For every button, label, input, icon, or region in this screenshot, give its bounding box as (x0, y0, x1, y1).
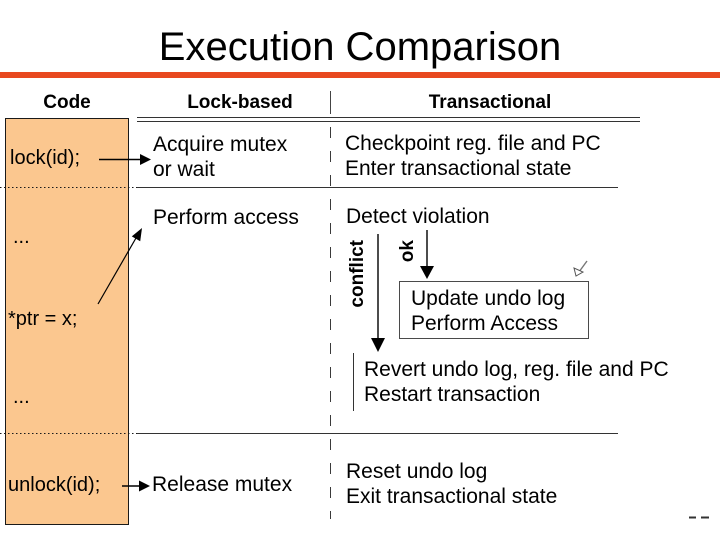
trans-step-checkpoint: Checkpoint reg. file and PC Enter transa… (345, 131, 601, 181)
trans-step-detect: Detect violation (346, 205, 490, 228)
header-underline (137, 117, 640, 122)
title-accent-rule (0, 72, 720, 78)
code-item-ellipsis-1: ... (13, 226, 30, 248)
trans-step-revert-line1: Revert undo log, reg. file and PC (364, 358, 669, 381)
code-column-box (5, 118, 129, 525)
conflict-branch-label: conflict (347, 240, 368, 308)
code-item-ptr-assign: *ptr = x; (8, 308, 78, 330)
column-header-code: Code (43, 92, 91, 113)
lock-step-perform: Perform access (153, 206, 299, 229)
slide-title: Execution Comparison (158, 25, 562, 69)
lock-step-acquire: Acquire mutex or wait (153, 132, 287, 182)
trans-step-checkpoint-line1: Checkpoint reg. file and PC (345, 132, 601, 155)
lock-step-acquire-line2: or wait (153, 158, 215, 181)
trans-step-reset-line1: Reset undo log (346, 460, 488, 483)
lock-step-release: Release mutex (152, 473, 293, 496)
ok-arrow (420, 230, 434, 279)
update-box-line2: Perform Access (411, 312, 559, 335)
code-item-unlock: unlock(id); (8, 474, 101, 496)
lock-step-acquire-line1: Acquire mutex (153, 133, 288, 156)
cursor-icon (573, 260, 588, 277)
update-box-line1: Update undo log (411, 287, 566, 310)
trans-step-reset: Reset undo log Exit transactional state (346, 459, 557, 509)
update-undo-box: Update undo log Perform Access (399, 281, 589, 339)
trans-step-revert: Revert undo log, reg. file and PC Restar… (364, 357, 669, 407)
trans-step-reset-line2: Exit transactional state (346, 485, 558, 508)
trans-step-checkpoint-line2: Enter transactional state (345, 157, 572, 180)
conflict-arrow (371, 234, 385, 352)
column-header-transactional: Transactional (428, 92, 552, 113)
column-header-lock-based: Lock-based (187, 92, 293, 113)
ok-branch-label: ok (397, 240, 418, 263)
code-item-ellipsis-2: ... (13, 386, 30, 408)
code-item-lock: lock(id); (10, 147, 81, 169)
trans-step-revert-line2: Restart transaction (364, 383, 541, 406)
